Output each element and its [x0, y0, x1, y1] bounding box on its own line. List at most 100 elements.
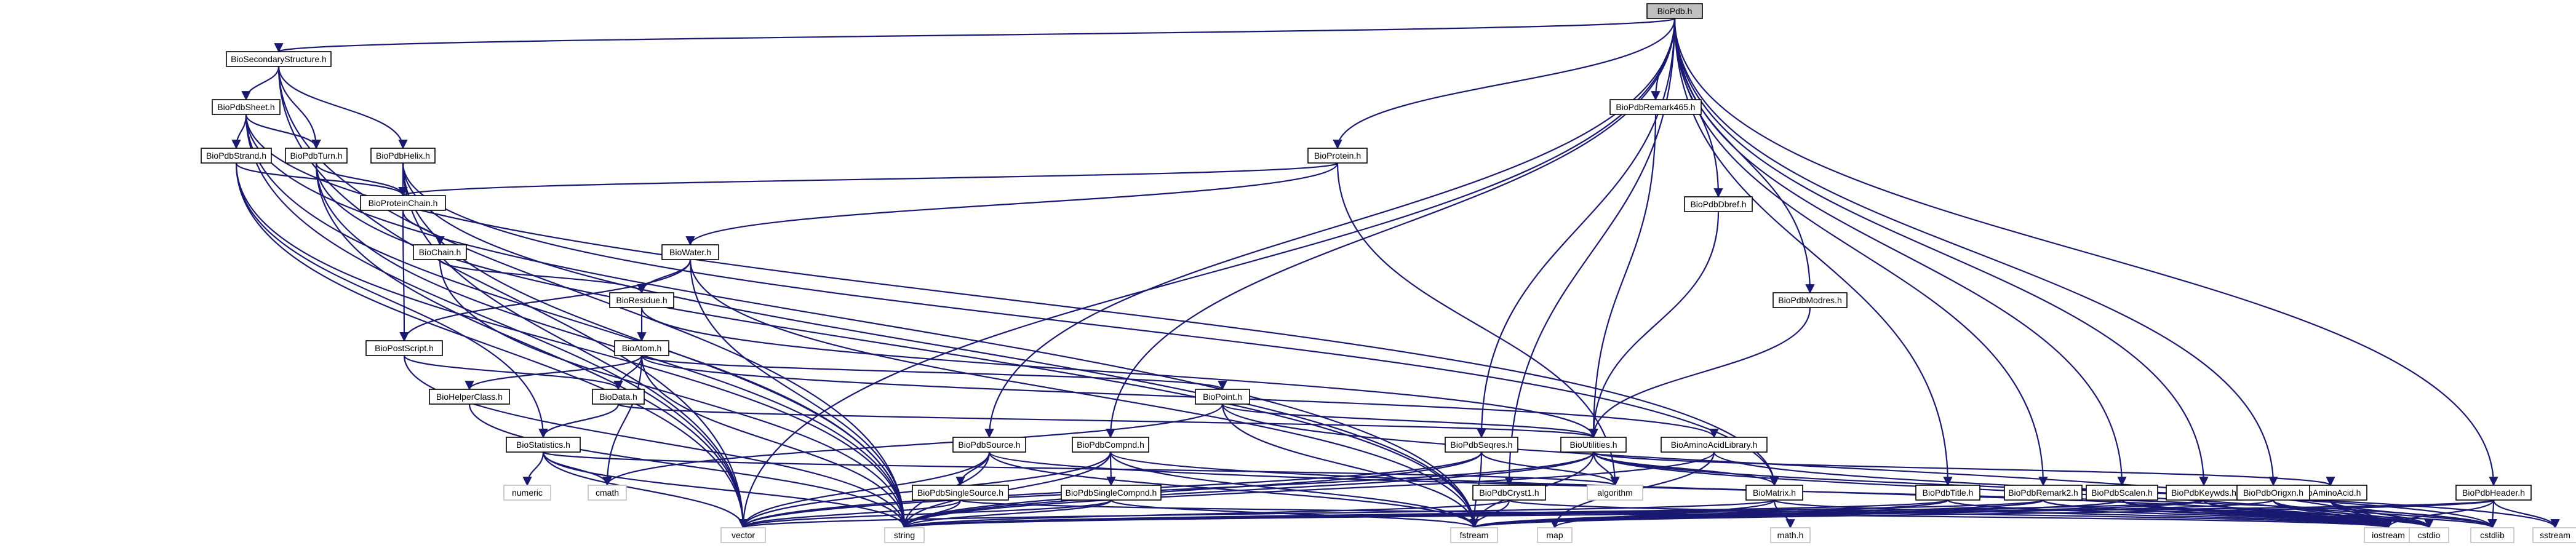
edge-biopdbheader-to-fstream [1470, 499, 2495, 529]
node-biochain-h[interactable]: BioChain.h [413, 244, 467, 260]
node-biopdbsource-h[interactable]: BioPdbSource.h [952, 437, 1026, 453]
edge-biopdbsheet-to-biopdbturn [245, 114, 321, 149]
edge-biopdb-to-biopdborigxn [1673, 18, 2278, 486]
node-box [2470, 527, 2514, 543]
node-box [2086, 485, 2158, 501]
node-box [1661, 437, 1768, 453]
node-label: BioPdbTurn.h [290, 151, 342, 161]
edge-biopdbheader-to-cstdlib [2487, 499, 2497, 529]
edge-biopdbremark465-to-bioutilities [1589, 114, 1657, 439]
edge-biopostscript-to-string [403, 355, 909, 529]
node-biostatistics-h[interactable]: BioStatistics.h [506, 437, 581, 453]
edge-biopdbhelix-to-biomatrix [402, 162, 1779, 486]
edge-biopdbkeywds-to-cstdio [2203, 499, 2434, 529]
node-bioaminoacidlibrary-h[interactable]: BioAminoAcidLibrary.h [1661, 437, 1768, 453]
node-label: BioPoint.h [1203, 392, 1242, 402]
edge-biopdbseqres-to-string [899, 451, 1483, 529]
node-box [226, 51, 332, 67]
node-box [1445, 437, 1518, 453]
node-box [720, 527, 766, 543]
node-label: BioPdbSingleCompnd.h [1066, 488, 1157, 498]
edge-biostatistics-to-string [542, 451, 909, 529]
node-label: BioResidue.h [616, 295, 667, 305]
edge-biomatrix-to-vector [739, 499, 1776, 529]
node-biopdbsinglecompnd-h[interactable]: BioPdbSingleCompnd.h [1061, 485, 1162, 501]
node-box [429, 389, 510, 405]
edge-bioutilities-to-vector [738, 451, 1595, 529]
edge-biodata-to-bioutilities [617, 403, 1598, 439]
node-biopdbcompnd-h[interactable]: BioPdbCompnd.h [1072, 437, 1149, 453]
node-biopdb-h: BioPdb.h [1646, 3, 1703, 19]
node-bioresidue-h[interactable]: BioResidue.h [609, 292, 674, 308]
node-box [1450, 527, 1498, 543]
node-biopdbturn-h[interactable]: BioPdbTurn.h [285, 148, 348, 164]
node-biopoint-h[interactable]: BioPoint.h [1195, 389, 1250, 405]
node-biopdbkeywds-h[interactable]: BioPdbKeywds.h [2166, 485, 2242, 501]
node-box [1646, 3, 1703, 19]
edge-biopoint-to-fstream [1221, 403, 1479, 529]
node-cstdlib: cstdlib [2470, 527, 2514, 543]
node-label: BioPostScript.h [375, 343, 434, 353]
node-label: BioMatrix.h [1753, 488, 1796, 498]
node-label: BioPdbKeywds.h [2171, 488, 2236, 498]
edge-biopdb-to-biopdbremark2 [1673, 18, 2048, 486]
node-biopdbsheet-h[interactable]: BioPdbSheet.h [212, 99, 281, 115]
edge-biopdb-to-bioprotein [1333, 18, 1676, 149]
node-biopostscript-h[interactable]: BioPostScript.h [365, 340, 443, 356]
node-biopdbtitle-h[interactable]: BioPdbTitle.h [1915, 485, 1980, 501]
node-biopdbremark465-h[interactable]: BioPdbRemark465.h [1609, 99, 1702, 115]
node-biowater-h[interactable]: BioWater.h [661, 244, 719, 260]
node-biopdbcryst1-h[interactable]: BioPdbCryst1.h [1472, 485, 1546, 501]
node-biodata-h[interactable]: BioData.h [592, 389, 645, 405]
node-box [1307, 148, 1368, 164]
node-box [1195, 389, 1250, 405]
node-biopdbhelix-h[interactable]: BioPdbHelix.h [370, 148, 436, 164]
node-label: BioPdbScalen.h [2091, 488, 2153, 498]
edge-biosecondarystructure-to-biopdbsheet [241, 66, 280, 101]
node-box [1745, 485, 1803, 501]
edge-biopdbheader-to-string [900, 499, 2495, 529]
node-algorithm: algorithm [1587, 485, 1643, 501]
edge-biochain-to-string [439, 259, 909, 529]
node-biopdbseqres-h[interactable]: BioPdbSeqres.h [1445, 437, 1518, 453]
node-box [609, 292, 674, 308]
node-box [506, 437, 581, 453]
node-bioprotein-h[interactable]: BioProtein.h [1307, 148, 1368, 164]
node-label: BioPdbSingleSource.h [917, 488, 1003, 498]
node-label: BioPdbOrigxn.h [2243, 488, 2303, 498]
node-biopdborigxn-h[interactable]: BioPdbOrigxn.h [2236, 485, 2310, 501]
node-box [1915, 485, 1980, 501]
node-box [614, 340, 669, 356]
node-biomatrix-h[interactable]: BioMatrix.h [1745, 485, 1803, 501]
node-biopdbmodres-h[interactable]: BioPdbModres.h [1772, 292, 1848, 308]
node-box [503, 485, 551, 501]
edge-bioutilities-to-bioaminoacid [1592, 451, 2335, 486]
edge-biopdbheader-to-iostream [2383, 499, 2495, 529]
node-biopdbsinglesource-h[interactable]: BioPdbSingleSource.h [912, 485, 1009, 501]
node-box [1072, 437, 1149, 453]
node-biopdbscalen-h[interactable]: BioPdbScalen.h [2086, 485, 2158, 501]
node-label: algorithm [1597, 488, 1633, 498]
edge-bioatom-to-cmath [602, 355, 643, 486]
node-biohelperclass-h[interactable]: BioHelperClass.h [429, 389, 510, 405]
node-biopdbstrand-h[interactable]: BioPdbStrand.h [201, 148, 272, 164]
edge-biopdbturn-to-string [315, 162, 909, 529]
node-biopdbdbref-h[interactable]: BioPdbDbref.h [1684, 196, 1753, 212]
node-biopdbremark2-h[interactable]: BioPdbRemark2.h [2004, 485, 2083, 501]
edge-biopdbsource-to-biopdbsinglesource [955, 451, 991, 486]
node-biopdbheader-h[interactable]: BioPdbHeader.h [2455, 485, 2532, 501]
node-box [1770, 527, 1811, 543]
edge-biopdbsource-to-vector [738, 451, 991, 529]
node-biosecondarystructure-h[interactable]: BioSecondaryStructure.h [226, 51, 332, 67]
node-label: BioPdbTitle.h [1923, 488, 1974, 498]
edge-biostatistics-to-vector [542, 451, 748, 529]
edge-bioatom-to-string [640, 355, 909, 529]
node-label: BioPdbCryst1.h [1479, 488, 1539, 498]
node-bioproteinchain-h[interactable]: BioProteinChain.h [360, 195, 446, 211]
node-bioatom-h[interactable]: BioAtom.h [614, 340, 669, 356]
edge-biopdbturn-to-fstream [315, 162, 1479, 529]
node-bioutilities-h[interactable]: BioUtilities.h [1560, 437, 1627, 453]
edge-biopdb-to-biopdbheader [1673, 18, 2498, 486]
edge-biopdbturn-to-vector [315, 162, 748, 529]
node-box [2236, 485, 2310, 501]
